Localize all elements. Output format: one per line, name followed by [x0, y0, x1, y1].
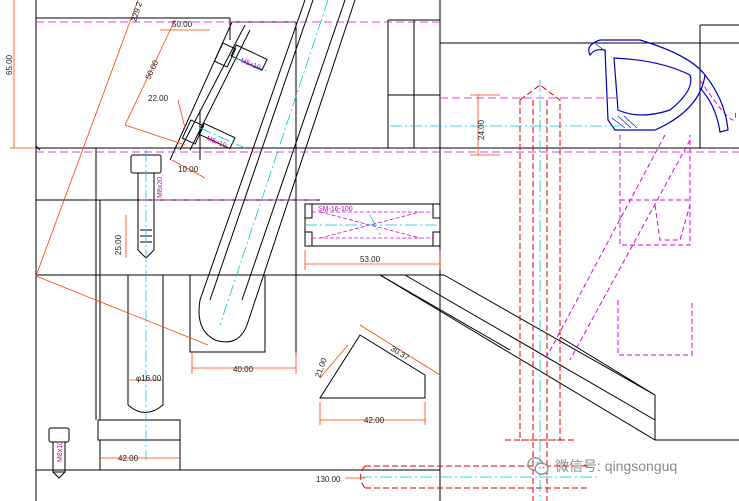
dim-229: 229.2 — [129, 0, 144, 22]
dimension-lines — [10, 0, 500, 479]
dim-25: 25.00 — [114, 234, 123, 255]
dim-phi16: φ16.00 — [136, 374, 162, 383]
product-hatch — [595, 43, 638, 129]
dim-42-left: 42.00 — [118, 454, 139, 463]
ejector-pin — [505, 84, 575, 501]
triangle-wedge — [319, 334, 426, 399]
dim-53: 53.00 — [360, 255, 381, 264]
dim-50-slant: 50.00 — [144, 58, 161, 80]
dim-22: 22.00 — [148, 94, 169, 103]
spec-screw-1: M5x10 — [239, 57, 261, 71]
screw-bottom-left — [48, 427, 70, 479]
product-profile — [588, 39, 729, 133]
mould-outline — [35, 0, 739, 501]
screw-vertical — [127, 154, 164, 413]
wechat-icon — [527, 457, 549, 475]
watermark: 微信号: qingsonguq — [527, 455, 677, 477]
inclined-lifter — [179, 0, 356, 343]
dim-24: 24.00 — [477, 119, 486, 140]
dim-10: 10.00 — [178, 165, 199, 174]
product-part-hidden — [544, 79, 737, 361]
spec-screw-4: M8x10 — [57, 441, 64, 462]
dim-65: 65.00 — [5, 54, 14, 75]
spec-spring: SM-16-100 — [318, 206, 353, 213]
centerlines — [145, 0, 620, 501]
dim-40: 40.00 — [233, 365, 254, 374]
spec-screw-3: M8x20 — [157, 177, 164, 198]
watermark-label: 微信号: qingsonguq — [555, 458, 678, 474]
hidden-lines — [36, 21, 739, 201]
dim-42-triangle: 42.00 — [364, 416, 385, 425]
screw-lower — [181, 119, 236, 150]
dim-21: 21.00 — [313, 356, 328, 378]
dim-130: 130.00 — [316, 475, 341, 484]
dim-50-top: 50.00 — [172, 20, 193, 29]
